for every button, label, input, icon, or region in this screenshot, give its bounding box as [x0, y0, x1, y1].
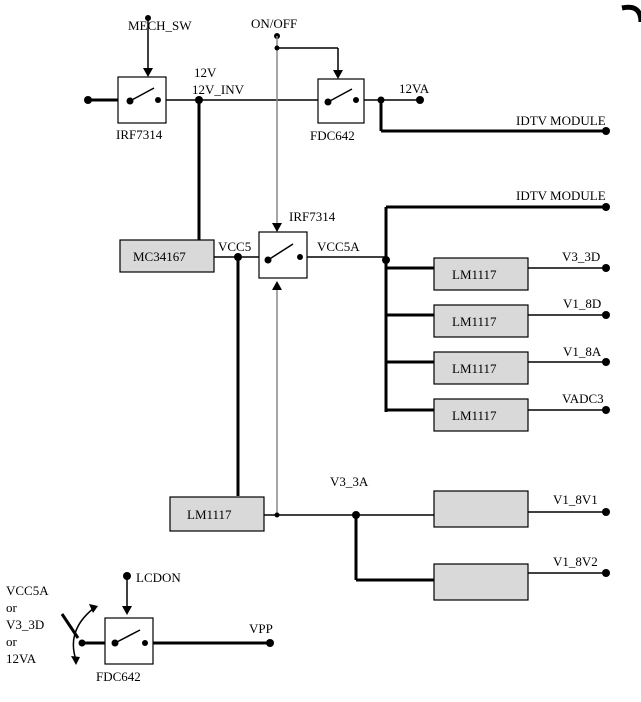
regulator-v1-8v1: V1_8V1 [433, 490, 610, 528]
v1-8v1-label: V1_8V1 [553, 492, 598, 507]
main-12v-line [84, 96, 318, 240]
vpp-source-line2: or [6, 600, 18, 615]
lm1117-4-label: LM1117 [452, 408, 497, 423]
v3-3d-label: V3_3D [562, 249, 600, 264]
fdc642-vpp-switch: FDC642 [96, 617, 154, 684]
v1-8a-label: V1_8A [563, 344, 602, 359]
v1-8d-label: V1_8D [563, 296, 601, 311]
irf7314-main-label: IRF7314 [116, 127, 163, 142]
irf7314-vcc5a-label: IRF7314 [289, 209, 336, 224]
lm1117-v1-8d: LM1117 V1_8D [433, 296, 610, 338]
fdc642-vpp-label: FDC642 [96, 669, 141, 684]
rail-12v-inv-label: 12V_INV [192, 82, 245, 97]
lm1117-2-label: LM1117 [452, 314, 497, 329]
lm1117-1-label: LM1117 [452, 267, 497, 282]
lm1117-vadc3: LM1117 VADC3 [433, 391, 610, 432]
v3-3a-label: V3_3A [330, 474, 369, 489]
lm1117-v3-3a-regulator: LM1117 [169, 496, 265, 532]
vpp-label: VPP [249, 621, 273, 636]
cropped-logo-fragment [621, 4, 641, 23]
vpp-source-selector: VCC5A or V3_3D or 12VA [6, 583, 105, 666]
fdc642-12va-switch: FDC642 [310, 78, 365, 143]
vpp-source-line3: V3_3D [6, 617, 44, 632]
vpp-source-line1: VCC5A [6, 583, 49, 598]
vcc5-line: VCC5 [214, 239, 259, 496]
idtv-module-1-label: IDTV MODULE [516, 113, 606, 128]
lcdon-control: LCDON [122, 570, 181, 615]
rail-12v-label: 12V [194, 65, 217, 80]
vpp-line: VPP [153, 621, 274, 647]
on-off-control: ON/OFF [251, 16, 343, 232]
lm1117-v3-3d: LM1117 V3_3D [433, 249, 610, 291]
irf7314-main-switch: IRF7314 [116, 76, 167, 142]
vpp-source-line5: 12VA [6, 651, 37, 666]
rail-12va-line: 12VA IDTV MODULE [364, 81, 610, 135]
lm1117-v3-3a-label: LM1117 [187, 507, 232, 522]
on-off-label: ON/OFF [251, 16, 297, 31]
v1-8v2-label: V1_8V2 [553, 554, 598, 569]
mc34167-label: MC34167 [133, 249, 186, 264]
mech-sw-control: MECH_SW [128, 15, 192, 77]
regulator-v1-8v2: V1_8V2 [433, 554, 610, 601]
lm1117-3-label: LM1117 [452, 361, 497, 376]
rail-12va-label: 12VA [399, 81, 430, 96]
vadc3-label: VADC3 [562, 391, 604, 406]
irf7314-vcc5a-switch: IRF7314 [258, 209, 336, 515]
vcc5a-bus: VCC5A IDTV MODULE [307, 188, 610, 412]
mc34167-regulator: MC34167 [119, 239, 215, 273]
vcc5a-label: VCC5A [317, 239, 360, 254]
idtv-module-2-label: IDTV MODULE [516, 188, 606, 203]
lm1117-v1-8a: LM1117 V1_8A [433, 344, 610, 385]
v3-3a-bus: V3_3A [264, 474, 434, 582]
mech-sw-label: MECH_SW [128, 18, 192, 33]
vcc5-label: VCC5 [218, 239, 251, 254]
fdc642-12va-label: FDC642 [310, 128, 355, 143]
lcdon-label: LCDON [136, 570, 181, 585]
vpp-source-line4: or [6, 634, 18, 649]
